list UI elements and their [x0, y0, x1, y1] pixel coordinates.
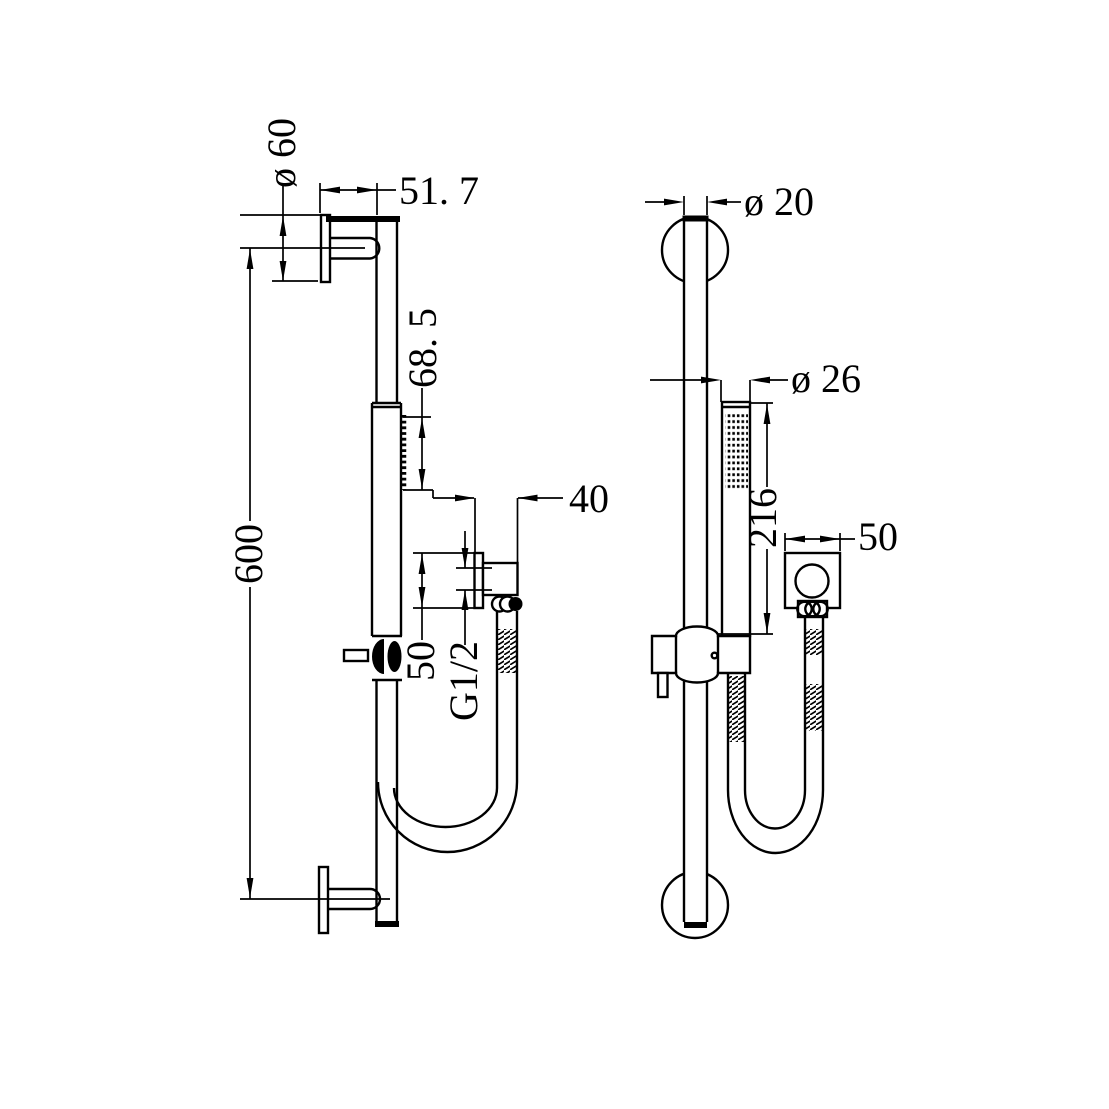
dim-label-handset-dia: ø 26 — [791, 356, 861, 401]
arrowhead — [664, 198, 684, 206]
bottom-wall-bracket — [317, 865, 399, 935]
arrowhead — [820, 535, 840, 543]
outlet-circle-front — [794, 563, 830, 599]
side-view — [317, 213, 523, 935]
arrowhead — [701, 376, 721, 384]
arrowhead — [418, 554, 426, 574]
dim-label-handset-length: 216 — [740, 488, 785, 548]
arrowhead — [418, 469, 426, 489]
dim-thread: G1/2 — [441, 531, 492, 721]
dim-flange-diameter: ø 60 — [240, 118, 320, 282]
dim-label-flange-dia: ø 60 — [259, 118, 304, 188]
hose-u-outer-front — [726, 789, 825, 855]
dimensions: ø 60 51. 7 600 68. 5 — [226, 118, 898, 900]
hose-crimp-sleeve — [497, 629, 517, 673]
holder-ring-edge — [385, 639, 404, 674]
bottom-flange — [317, 865, 330, 935]
lock-knob-ball — [372, 639, 384, 674]
arrowhead — [357, 186, 377, 194]
lock-knob-stem — [342, 648, 370, 663]
handshower-front — [720, 400, 752, 638]
hose-nut-front-1 — [796, 600, 813, 618]
front-view — [650, 215, 842, 940]
dim-outlet-width: 50 — [784, 514, 898, 559]
spray-face-dots — [725, 414, 748, 491]
top-arm — [330, 236, 381, 260]
slider-screw — [710, 651, 719, 660]
dim-outlet-depth: 40 — [432, 476, 609, 562]
arrowhead — [763, 404, 771, 424]
hose-nut-side-3 — [508, 597, 523, 611]
dim-label-outlet-width: 50 — [858, 514, 898, 559]
slider-front — [650, 625, 752, 699]
arrowhead — [418, 587, 426, 607]
arrowhead — [763, 613, 771, 633]
hose-side — [376, 611, 519, 854]
wall-outlet-side — [473, 551, 523, 613]
handshower-side — [370, 401, 407, 636]
arrowhead — [279, 261, 287, 281]
dim-label-rail-dia: ø 20 — [744, 179, 814, 224]
hose-crimp-right-1 — [805, 629, 823, 655]
arrowhead — [517, 494, 538, 502]
dim-spray-length: 68. 5 — [400, 308, 445, 491]
wall-outlet-front — [783, 551, 842, 619]
hose-crimp-right-2 — [805, 684, 823, 731]
dim-label-wall-offset: 51. 7 — [399, 168, 479, 213]
arrowhead — [418, 418, 426, 438]
dim-label-outlet-height: 50 — [398, 641, 443, 681]
arrowhead — [707, 198, 727, 206]
dim-handset-length: 216 — [718, 402, 785, 635]
hose-u-inner-front — [743, 789, 807, 830]
arrowhead — [246, 878, 254, 898]
arrowhead — [750, 376, 770, 384]
dim-rail-length: 600 — [226, 247, 390, 900]
hose-crimp-left — [728, 676, 745, 742]
hose-u-inner — [392, 787, 499, 829]
dim-label-rail-length: 600 — [226, 524, 271, 584]
slider-side — [342, 634, 404, 682]
lock-knob-front — [656, 671, 669, 699]
dim-rail-diameter: ø 20 — [645, 179, 814, 224]
hose-nut-front-2 — [804, 600, 821, 618]
dim-label-spray-length: 68. 5 — [400, 308, 445, 388]
rail-front-mask — [684, 217, 707, 925]
arrowhead — [455, 494, 475, 502]
arrowhead — [461, 590, 469, 610]
arrowhead — [279, 216, 287, 236]
dim-label-outlet-depth: 40 — [569, 476, 609, 521]
outlet-plate-side — [473, 551, 485, 610]
dim-wall-offset: 51. 7 — [319, 168, 479, 215]
dim-handset-diameter: ø 26 — [650, 356, 861, 402]
hose-front — [726, 617, 825, 855]
arrowhead — [461, 548, 469, 568]
hose-u-outer — [376, 781, 519, 854]
dim-label-thread: G1/2 — [441, 641, 486, 721]
arrowhead — [320, 186, 340, 194]
arrowhead — [246, 249, 254, 269]
hose-nut-front-3 — [812, 600, 829, 618]
handset-body — [372, 403, 401, 636]
arrowhead — [785, 535, 805, 543]
